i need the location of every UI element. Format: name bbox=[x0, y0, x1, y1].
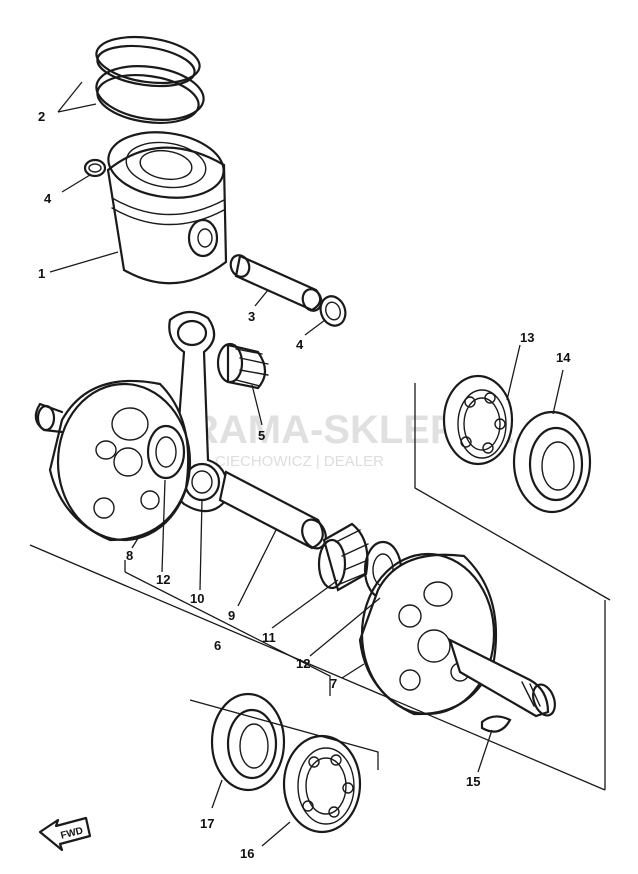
crank-wheel-right bbox=[358, 552, 556, 718]
callout-8: 8 bbox=[126, 548, 133, 563]
watermark-sub: CIECHOWICZ | DEALER bbox=[215, 453, 384, 470]
group-brackets bbox=[29, 383, 611, 791]
callout-10: 10 bbox=[190, 591, 204, 606]
callout-12-right: 12 bbox=[296, 656, 310, 671]
callout-9: 9 bbox=[228, 608, 235, 623]
fwd-arrow: FWD bbox=[38, 816, 92, 852]
piston bbox=[106, 131, 228, 285]
piston-pin-clip-right bbox=[319, 295, 347, 327]
callout-14: 14 bbox=[556, 350, 571, 365]
piston-rings bbox=[95, 35, 205, 124]
crank-bearing-right bbox=[442, 374, 514, 466]
big-end-bearing bbox=[317, 522, 369, 592]
crank-bearing-left bbox=[282, 734, 362, 834]
callouts: 2 4 1 3 4 5 13 14 8 12 10 9 6 11 12 7 15… bbox=[38, 109, 571, 861]
callout-4-right: 4 bbox=[296, 337, 304, 352]
callout-6: 6 bbox=[214, 638, 221, 653]
small-end-bearing bbox=[216, 342, 269, 390]
woodruff-key bbox=[480, 715, 512, 733]
piston-pin bbox=[229, 254, 323, 312]
oil-seal-right bbox=[512, 410, 592, 514]
callout-4-top: 4 bbox=[44, 191, 52, 206]
callout-17: 17 bbox=[200, 816, 214, 831]
callout-15: 15 bbox=[466, 774, 480, 789]
callout-11: 11 bbox=[262, 630, 276, 645]
thrust-washer-left bbox=[146, 424, 186, 480]
crank-wheel-left bbox=[34, 379, 192, 542]
callout-5: 5 bbox=[258, 428, 265, 443]
leader-lines bbox=[49, 81, 564, 847]
crank-pin bbox=[218, 470, 327, 550]
fwd-label: FWD bbox=[60, 826, 85, 842]
callout-1: 1 bbox=[38, 266, 45, 281]
callout-2: 2 bbox=[38, 109, 45, 124]
callout-3: 3 bbox=[248, 309, 255, 324]
callout-16: 16 bbox=[240, 846, 254, 861]
oil-seal-left bbox=[210, 692, 286, 792]
callout-13: 13 bbox=[520, 330, 534, 345]
callout-7: 7 bbox=[330, 676, 337, 691]
piston-pin-clip-top bbox=[83, 158, 107, 178]
callout-12-left: 12 bbox=[156, 572, 170, 587]
